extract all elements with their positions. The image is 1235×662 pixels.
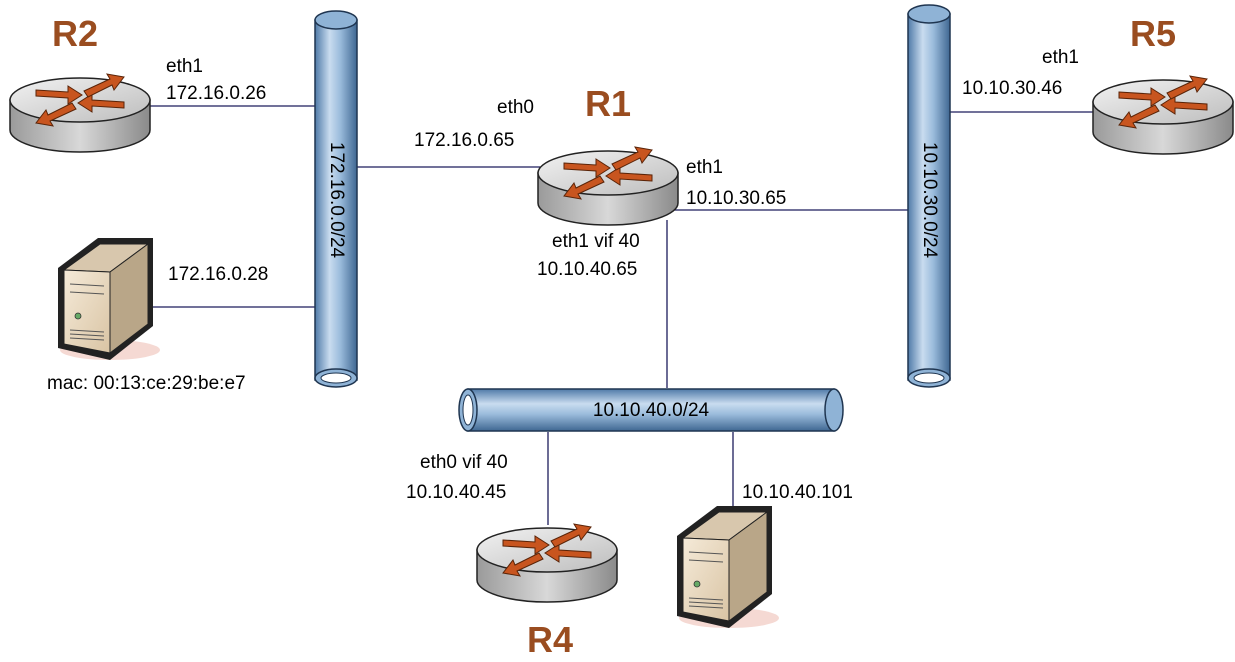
- host1-mac: mac: 00:13:ce:29:be:e7: [47, 373, 246, 394]
- router-label-r5: R5: [1130, 13, 1176, 54]
- network-segment-172: 172.16.0.0/24: [314, 10, 358, 388]
- router-icon: [537, 146, 679, 226]
- host-2: [676, 505, 780, 629]
- r1-vif-ip: 10.10.40.65: [537, 259, 637, 280]
- router-label-r4: R4: [527, 619, 573, 660]
- network-segment-10-40: 10.10.40.0/24: [458, 388, 844, 432]
- router-icon: [476, 523, 618, 603]
- server-icon: [57, 237, 161, 361]
- r1-eth0-name: eth0: [497, 97, 534, 118]
- network-label-10-30: 10.10.30.0/24: [919, 142, 940, 259]
- server-icon: [676, 505, 780, 629]
- host1-ip: 172.16.0.28: [168, 264, 268, 285]
- router-label-r1: R1: [585, 83, 631, 124]
- r4-vif-name: eth0 vif 40: [420, 452, 508, 473]
- links: [150, 105, 1098, 525]
- router-r5: R5: [1092, 13, 1234, 155]
- network-label-172: 172.16.0.0/24: [326, 142, 347, 259]
- r5-eth1-ip: 10.10.30.46: [962, 78, 1062, 99]
- router-r1: R1: [537, 83, 679, 226]
- host-1: [57, 237, 161, 361]
- r5-eth1-name: eth1: [1042, 47, 1079, 68]
- router-r2: R2: [9, 13, 151, 153]
- r2-eth1-name: eth1: [166, 56, 203, 77]
- interface-labels: eth1 172.16.0.26 eth0 172.16.0.65 eth1 1…: [47, 47, 1079, 503]
- network-segment-10-30: 10.10.30.0/24: [907, 4, 951, 388]
- router-icon: [9, 73, 151, 153]
- r1-eth1-ip: 10.10.30.65: [686, 188, 786, 209]
- network-label-10-40: 10.10.40.0/24: [593, 400, 710, 421]
- r1-eth1-name: eth1: [686, 157, 723, 178]
- router-r4: R4: [476, 523, 618, 660]
- router-label-r2: R2: [52, 13, 98, 54]
- r1-vif-name: eth1 vif 40: [552, 231, 640, 252]
- r1-eth0-ip: 172.16.0.65: [414, 130, 514, 151]
- host2-ip: 10.10.40.101: [742, 482, 853, 503]
- router-icon: [1092, 75, 1234, 155]
- r2-eth1-ip: 172.16.0.26: [166, 83, 266, 104]
- r4-vif-ip: 10.10.40.45: [406, 482, 506, 503]
